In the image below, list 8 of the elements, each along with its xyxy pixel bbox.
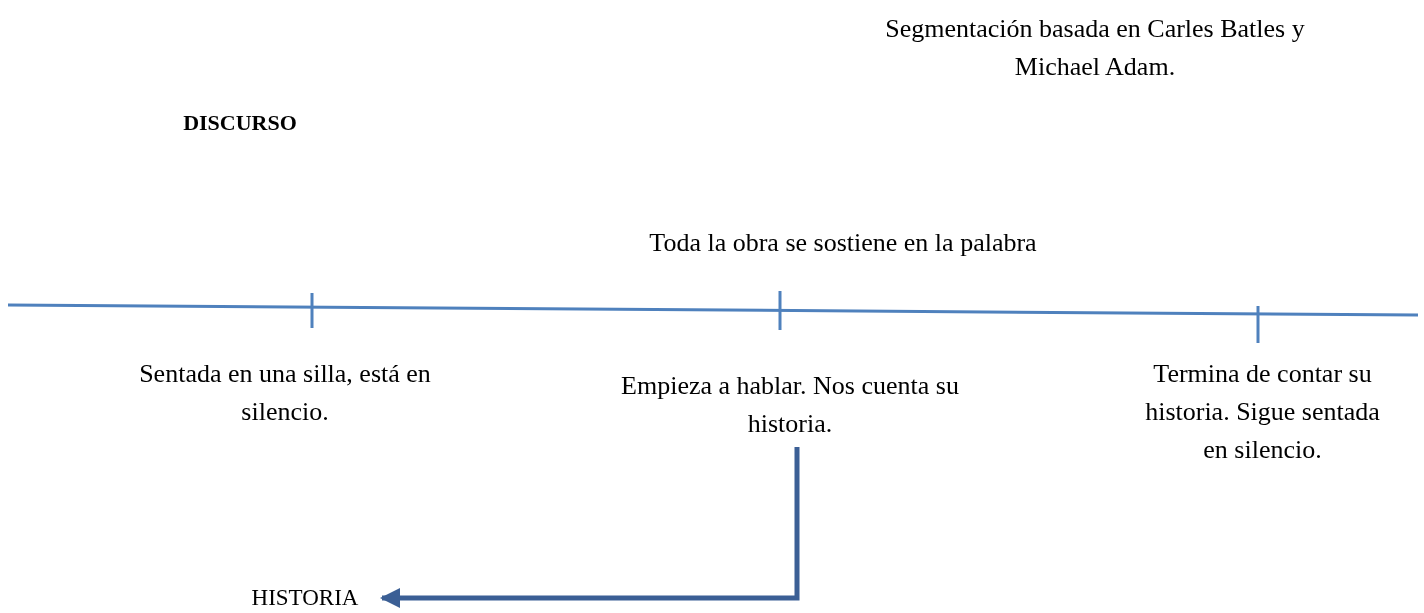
timeline-event-text: Empieza a hablar. Nos cuenta su historia. (600, 367, 980, 443)
story-label: HISTORIA (232, 579, 378, 613)
timeline-event-text: Termina de contar su historia. Sigue sentada en silencio. (1140, 355, 1385, 469)
timeline-caption: Toda la obra se sostiene en la palabra (648, 227, 1038, 259)
section-heading: DISCURSO (182, 109, 298, 137)
timeline-event-text: Sentada en una silla, está en silencio. (100, 355, 470, 431)
elbow-arrow (380, 447, 800, 608)
source-note: Segmentación basada en Carles Batles y Michael Adam. (885, 13, 1305, 83)
